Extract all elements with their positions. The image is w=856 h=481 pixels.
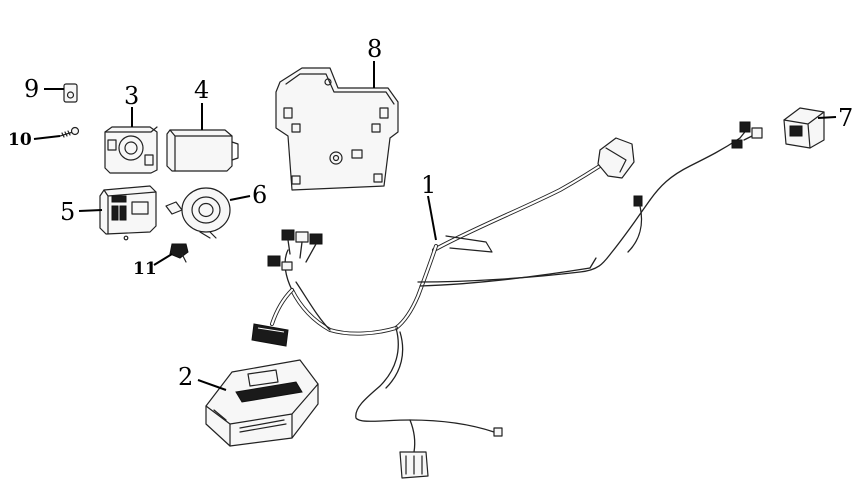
part-11-bolt [169, 243, 189, 263]
callout-10: 10 [8, 130, 32, 150]
part-4-box-module [166, 129, 239, 172]
leader-lines [33, 61, 837, 391]
callout-9: 9 [24, 75, 39, 103]
part-2-controller [205, 359, 319, 447]
part-3-module [104, 126, 158, 174]
leader-2 [197, 379, 227, 391]
callout-3: 3 [124, 82, 139, 110]
part-5-control-unit [99, 185, 157, 241]
callout-1: 1 [421, 171, 436, 199]
callout-2: 2 [178, 363, 193, 391]
leader-11 [153, 253, 173, 266]
part-8-bracket-plate [275, 67, 399, 191]
leader-10 [33, 135, 61, 140]
part-9-clip-nut [63, 83, 78, 103]
callout-6: 6 [252, 181, 267, 209]
callout-5: 5 [60, 198, 75, 226]
part-10-screw [59, 126, 80, 138]
callout-4: 4 [194, 76, 209, 104]
callout-7: 7 [838, 104, 853, 132]
leader-7 [817, 116, 837, 119]
part-1-wiring-harness [251, 121, 763, 479]
callout-labels: 9 10 3 4 8 5 6 11 2 1 7 [8, 35, 853, 391]
leader-1 [427, 195, 437, 241]
callout-8: 8 [367, 35, 382, 63]
part-6-horn [165, 187, 231, 239]
leader-6 [229, 195, 251, 201]
leader-5 [78, 209, 103, 212]
part-7-switch [783, 107, 825, 149]
callout-11: 11 [133, 259, 157, 279]
